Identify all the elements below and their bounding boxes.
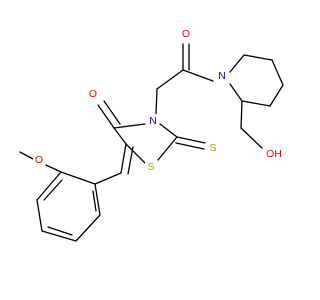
atom-o-carbonyl-ring: O (87, 87, 99, 101)
o-carbonyl-ring-label: O (89, 88, 97, 100)
n-piperidine-label: N (218, 70, 226, 82)
o-carbonyl-top-label: O (182, 28, 190, 40)
atom-o-methoxy: O (33, 153, 45, 167)
s-thioxo-label: S (209, 142, 216, 154)
atom-s-thioxo: S (207, 141, 219, 155)
o-methoxy-label: O (35, 154, 43, 166)
atom-o-carbonyl-top: O (180, 27, 192, 41)
atom-n-piperidine: N (216, 69, 228, 83)
n-ring-label: N (149, 115, 157, 127)
o-hydroxyl-label: OH (266, 148, 282, 160)
molecule-diagram: O N OH O N S S O (19, 27, 285, 242)
s-ring-label: S (147, 161, 154, 173)
bonds (19, 43, 284, 242)
atom-o-hydroxyl: OH (263, 147, 285, 161)
structure-drawing: O N OH O N S S O (19, 27, 285, 242)
atom-n-ring: N (147, 114, 159, 128)
atom-labels: O N OH O N S S O (33, 27, 285, 174)
atom-s-ring: S (145, 160, 157, 174)
